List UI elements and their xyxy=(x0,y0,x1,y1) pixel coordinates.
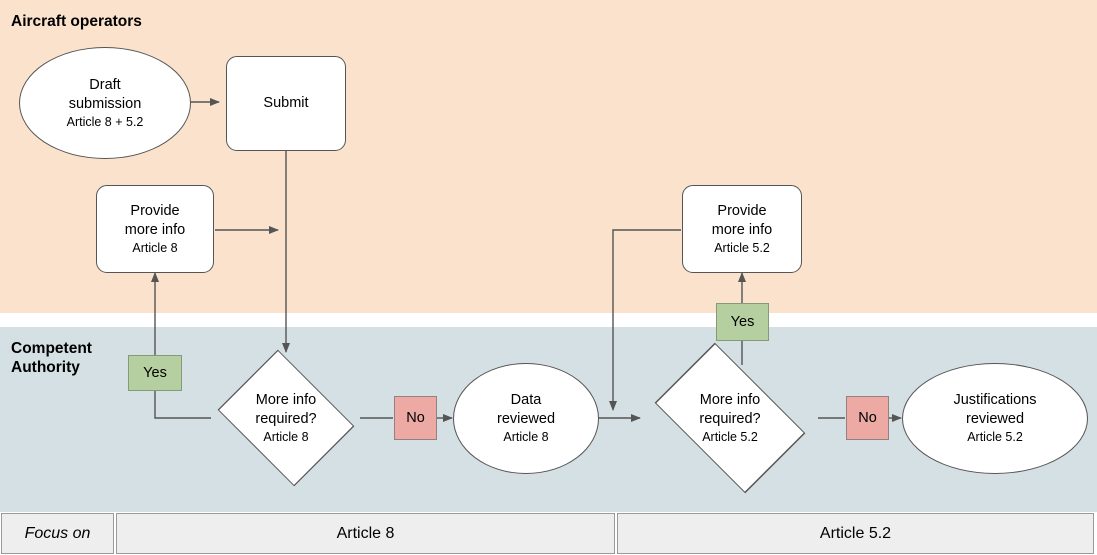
node-submit[interactable]: Submit xyxy=(226,56,346,151)
node-data-reviewed-sub: Article 8 xyxy=(503,430,549,444)
label-no-article-5-2[interactable]: No xyxy=(846,396,889,440)
focus-on-label: Focus on xyxy=(1,513,114,554)
node-justifications-reviewed[interactable]: Justifications reviewed Article 5.2 xyxy=(902,363,1088,474)
node-provide-more-info-article-5-2[interactable]: Provide more info Article 5.2 xyxy=(682,185,802,273)
node-justifications-line1: Justifications xyxy=(953,392,1037,408)
node-draft-submission-line1: Draft xyxy=(89,76,121,93)
label-no-article-8[interactable]: No xyxy=(394,396,437,440)
node-provide-a8-sub: Article 8 xyxy=(132,240,178,255)
decision-a8-sub: Article 8 xyxy=(263,429,309,444)
node-decision-more-info-article-8[interactable]: More info required? Article 8 xyxy=(211,349,361,487)
node-justifications-sub: Article 5.2 xyxy=(967,430,1023,444)
decision-a8-label: More info required? Article 8 xyxy=(255,391,316,446)
node-provide-a52-line1: Provide xyxy=(717,202,767,219)
node-provide-a52-line2: more info xyxy=(711,221,773,238)
decision-a8-line2: required? xyxy=(255,410,317,427)
node-draft-submission-sub: Article 8 + 5.2 xyxy=(66,114,144,129)
decision-a8-line1: More info xyxy=(255,391,317,408)
node-decision-more-info-article-5-2[interactable]: More info required? Article 5.2 xyxy=(641,342,819,494)
decision-a52-line2: required? xyxy=(699,410,761,427)
node-justifications-line2: reviewed xyxy=(965,411,1025,427)
node-provide-a8-line2: more info xyxy=(124,221,186,238)
node-provide-more-info-article-8[interactable]: Provide more info Article 8 xyxy=(96,185,214,273)
decision-a52-line1: More info xyxy=(699,391,761,408)
focus-segment-article-8: Article 8 xyxy=(116,513,615,554)
node-draft-submission[interactable]: Draft submission Article 8 + 5.2 xyxy=(19,47,191,159)
node-data-reviewed-line1: Data xyxy=(510,392,542,408)
label-yes-article-8[interactable]: Yes xyxy=(128,355,182,391)
node-data-reviewed[interactable]: Data reviewed Article 8 xyxy=(453,363,599,474)
node-data-reviewed-line2: reviewed xyxy=(496,411,556,427)
decision-a52-sub: Article 5.2 xyxy=(702,429,758,444)
focus-bar: Focus on Article 8 Article 5.2 xyxy=(0,512,1097,555)
swimlane-title-competent-authority: Competent Authority xyxy=(11,340,92,376)
node-draft-submission-line2: submission xyxy=(68,95,142,112)
node-provide-a52-sub: Article 5.2 xyxy=(714,240,770,255)
focus-segment-article-5-2: Article 5.2 xyxy=(617,513,1094,554)
decision-a52-label: More info required? Article 5.2 xyxy=(699,391,760,446)
node-submit-line1: Submit xyxy=(263,95,309,111)
label-yes-article-5-2[interactable]: Yes xyxy=(716,303,769,341)
swimlane-title-aircraft-operators: Aircraft operators xyxy=(11,13,142,30)
node-provide-a8-line1: Provide xyxy=(130,202,180,219)
